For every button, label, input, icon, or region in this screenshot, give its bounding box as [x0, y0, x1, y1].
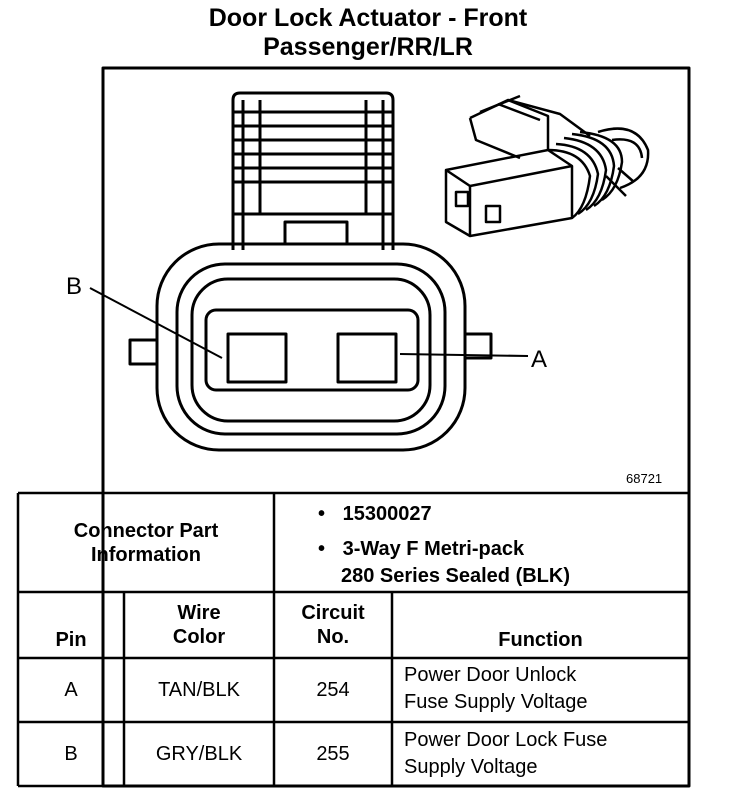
page-subtitle: Passenger/RR/LR: [263, 33, 473, 61]
connector-face-drawing: [89, 91, 529, 452]
part-number: 15300027: [342, 503, 432, 525]
header-function: Function: [498, 629, 583, 651]
pin-a-label: A: [531, 346, 547, 373]
row-a-circuit: 254: [316, 679, 350, 701]
row-b-pin: B: [64, 743, 78, 765]
bullet-icon: •: [318, 503, 326, 525]
page-title: Door Lock Actuator - Front: [208, 4, 528, 32]
terminal-a: [336, 332, 398, 384]
header-circuit-no: Circuit No.: [301, 602, 365, 648]
row-b-function-line2: Supply Voltage: [404, 756, 538, 778]
header-wire-color: Wire Color: [172, 602, 226, 648]
row-b-circuit: 255: [316, 743, 350, 765]
header-pin: Pin: [55, 629, 87, 651]
leader-line-b: [89, 287, 223, 359]
connector-part-info-label: Connector Part Information: [73, 520, 219, 566]
figure-number: 68721: [626, 471, 662, 486]
row-a-function-line1: Power Door Unlock: [404, 664, 577, 686]
connector-description: 3-Way F Metri-pack: [342, 538, 525, 560]
row-a-pin: A: [64, 679, 78, 701]
bullet-icon: •: [318, 538, 326, 560]
connector-description-line2: 280 Series Sealed (BLK): [341, 565, 570, 587]
table-grid: [16, 491, 691, 788]
row-b-wire-color: GRY/BLK: [155, 743, 243, 765]
leader-line-a: [399, 353, 529, 357]
part-number-line: • 15300027: [318, 502, 432, 526]
row-b-function-line1: Power Door Lock Fuse: [404, 729, 608, 751]
connector-description-line1: • 3-Way F Metri-pack: [318, 537, 524, 561]
row-a-function-line2: Fuse Supply Voltage: [404, 691, 588, 713]
terminal-b: [226, 332, 288, 384]
connector-perspective-drawing: [444, 94, 650, 238]
pin-b-label: B: [66, 273, 82, 300]
row-a-wire-color: TAN/BLK: [158, 679, 240, 701]
